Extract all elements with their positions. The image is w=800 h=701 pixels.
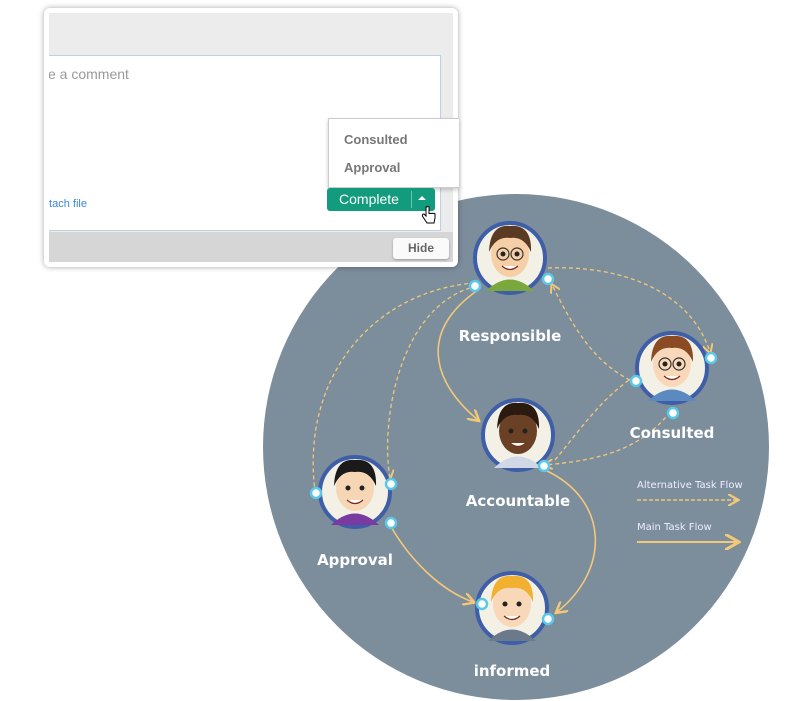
node-approval: Approval <box>309 455 398 569</box>
node-informed: informed <box>474 571 555 680</box>
hide-button[interactable]: Hide <box>393 238 449 259</box>
comment-placeholder: e a comment <box>49 66 129 82</box>
complete-button[interactable]: Complete <box>339 191 399 207</box>
connector-dot <box>541 272 555 286</box>
connector-dot <box>666 406 680 420</box>
node-label-informed: informed <box>474 662 551 680</box>
flow-approval-informed <box>389 524 473 602</box>
node-label-responsible: Responsible <box>459 327 562 345</box>
flow-responsible-accountable <box>437 289 478 420</box>
divider <box>411 191 412 208</box>
node-consulted: Consulted <box>629 331 718 442</box>
complete-dropdown-menu: Consulted Approval <box>328 118 459 188</box>
connector-dot <box>309 486 323 500</box>
informed-avatar-icon <box>488 575 536 641</box>
node-label-consulted: Consulted <box>630 424 715 442</box>
connector-dot <box>475 597 489 611</box>
connector-dot <box>629 374 643 388</box>
flow-accountable-informed <box>544 469 597 612</box>
node-responsible: Responsible <box>459 221 562 345</box>
hand-cursor-icon <box>421 206 436 224</box>
legend-alternative-label: Alternative Task Flow <box>637 480 743 491</box>
alternative-flows <box>312 267 710 493</box>
node-label-approval: Approval <box>317 551 393 569</box>
connector-dot <box>704 351 718 365</box>
legend-main-label: Main Task Flow <box>637 522 712 533</box>
connector-dot <box>537 459 551 473</box>
node-accountable: Accountable <box>466 398 570 510</box>
main-flows <box>389 289 597 612</box>
caret-up-icon[interactable] <box>418 196 426 200</box>
menu-item-approval[interactable]: Approval <box>344 160 401 175</box>
approval-avatar-icon <box>331 459 379 525</box>
complete-split-button[interactable]: Complete <box>327 188 435 211</box>
connector-dot <box>384 516 398 530</box>
connector-dot <box>384 477 398 491</box>
attach-file-link[interactable]: ttach file <box>49 198 87 210</box>
consulted-avatar-icon <box>648 335 696 401</box>
connector-dot <box>468 279 482 293</box>
accountable-avatar-icon <box>494 402 542 468</box>
legend: Alternative Task Flow Main Task Flow <box>637 480 743 542</box>
connector-dot <box>541 612 555 626</box>
panel-footer: Hide <box>49 232 453 262</box>
menu-item-consulted[interactable]: Consulted <box>344 132 408 147</box>
node-label-accountable: Accountable <box>466 492 570 510</box>
responsible-avatar-icon <box>486 225 534 291</box>
